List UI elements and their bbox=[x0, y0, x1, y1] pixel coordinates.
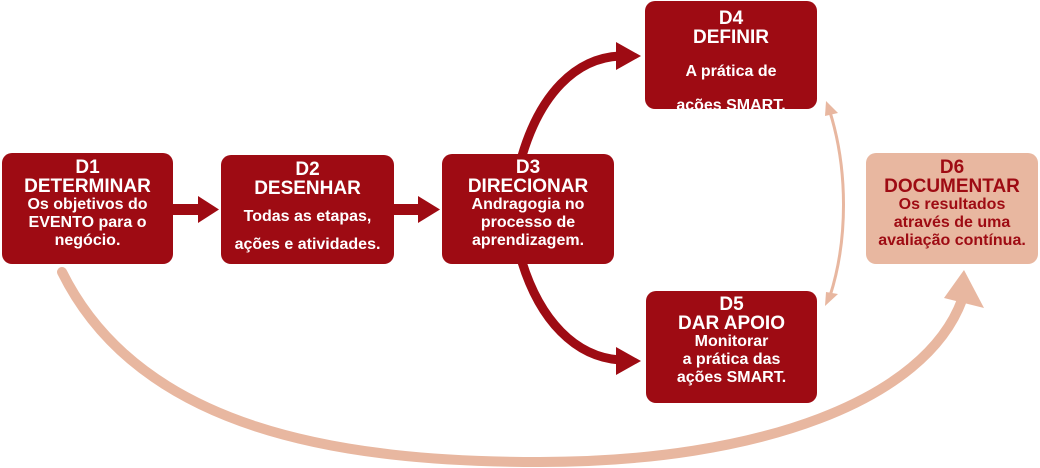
arrowhead-d5-link bbox=[825, 292, 838, 306]
step-d1-desc-line-3: negócio. bbox=[54, 232, 121, 249]
step-d5-desc-line-2: a prática das bbox=[682, 351, 781, 368]
arrowhead-d4-link bbox=[825, 101, 838, 116]
step-d1-name: DETERMINAR bbox=[24, 176, 151, 197]
step-d2-desc-line-2: ações e atividades. bbox=[234, 236, 381, 253]
step-d5-desc-line-3: ações SMART. bbox=[676, 369, 787, 386]
step-d4-code: D4 bbox=[718, 8, 744, 29]
step-d5-desc-line-1: Monitorar bbox=[694, 333, 769, 350]
step-d3-code: D3 bbox=[515, 157, 541, 178]
step-d5-name: DAR APOIO bbox=[678, 313, 785, 334]
step-d1-desc-line-2: EVENTO para o bbox=[28, 214, 147, 231]
arrow-d2-to-d3-shaft bbox=[394, 204, 420, 215]
step-d1-desc-line-1: Os objetivos do bbox=[27, 196, 148, 213]
arrow-d3-to-d4 bbox=[517, 51, 621, 158]
step-d6-box: D6 DOCUMENTAR Os resultados através de u… bbox=[866, 153, 1038, 264]
arrow-d1-to-d2-shaft bbox=[173, 204, 201, 215]
arrowhead-d5 bbox=[616, 347, 641, 375]
step-d3-desc-line-2: processo de bbox=[480, 214, 576, 231]
step-d3-name: DIRECIONAR bbox=[467, 176, 589, 197]
step-d4-desc-line-1: A prática de bbox=[685, 63, 777, 80]
arrow-d4-d5-link bbox=[828, 111, 845, 297]
arrow-d1-to-d6 bbox=[57, 267, 967, 468]
step-d4-desc-line-2: ações SMART. bbox=[676, 97, 786, 114]
arrow-d3-to-d5 bbox=[517, 260, 621, 365]
arrowhead-d6 bbox=[944, 270, 984, 308]
step-d3-desc-line-1: Andragogia no bbox=[471, 196, 585, 213]
step-d6-name: DOCUMENTAR bbox=[884, 176, 1020, 197]
step-d5-box: D5 DAR APOIO Monitorar a prática das açõ… bbox=[646, 291, 817, 403]
arrowhead-d4 bbox=[616, 42, 641, 70]
arrow-d1-to-d2-head bbox=[198, 196, 219, 223]
step-d1-code: D1 bbox=[75, 157, 100, 178]
step-d1-box: D1 DETERMINAR Os objetivos do EVENTO par… bbox=[2, 153, 173, 264]
step-d5-code: D5 bbox=[719, 294, 744, 315]
step-d6-desc-line-3: avaliação contínua. bbox=[878, 232, 1026, 249]
arrow-d2-to-d3-head bbox=[418, 196, 440, 223]
step-d2-name: DESENHAR bbox=[254, 178, 361, 199]
step-d4-name: DEFINIR bbox=[693, 27, 769, 48]
step-d2-desc-line-1: Todas as etapas, bbox=[243, 208, 372, 225]
step-d6-desc-line-1: Os resultados bbox=[898, 196, 1006, 213]
step-d6-desc-line-2: através de uma bbox=[893, 214, 1011, 231]
step-d4-box: D4 DEFINIR A prática de ações SMART. bbox=[645, 1, 817, 114]
step-d6-code: D6 bbox=[939, 157, 965, 178]
step-d3-box: D3 DIRECIONAR Andragogia no processo de … bbox=[442, 154, 614, 264]
step-d2-code: D2 bbox=[295, 159, 320, 180]
step-d3-desc-line-3: aprendizagem. bbox=[471, 232, 585, 249]
step-d2-box: D2 DESENHAR Todas as etapas, ações e ati… bbox=[221, 155, 394, 264]
